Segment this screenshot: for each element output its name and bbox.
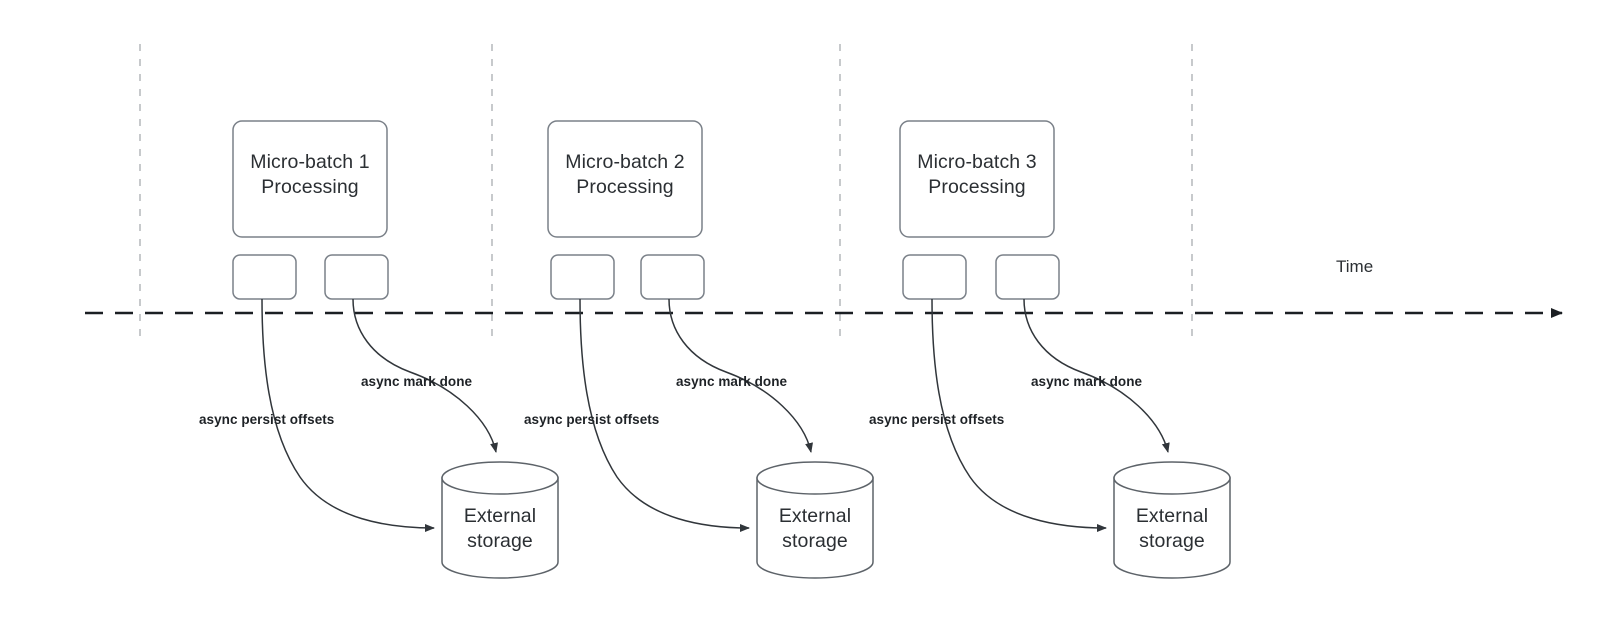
external-storage-1-top <box>441 461 559 495</box>
async-persist-offsets-2-label: async persist offsets <box>524 412 660 427</box>
mark-done-3-edge <box>1023 298 1170 453</box>
async-mark-done-1-label: async mark done <box>361 374 473 389</box>
micro-batch-1-line1: Micro-batch 1 <box>250 151 370 173</box>
external-storage-1-line2: storage <box>467 529 533 552</box>
persist-offsets-3-edge <box>931 298 1107 532</box>
micro-batch-1-line2: Processing <box>261 175 359 198</box>
micro-batch-1-label: Micro-batch 1 Processing <box>233 150 387 200</box>
micro-batch-3-label: Micro-batch 3 Processing <box>900 150 1054 200</box>
async-mark-done-2-label: async mark done <box>676 374 788 389</box>
tick-1b-box <box>324 254 389 300</box>
group-3-shapes <box>899 120 1231 579</box>
external-storage-3-line2: storage <box>1139 529 1205 552</box>
period-dividers <box>139 44 1193 342</box>
async-persist-offsets-3-label: async persist offsets <box>869 412 1005 427</box>
external-storage-3-label: External storage <box>1114 504 1230 554</box>
tick-2b-box <box>640 254 705 300</box>
micro-batch-1-box <box>232 120 388 238</box>
micro-batch-2-line1: Micro-batch 2 <box>565 151 685 173</box>
time-axis-label: Time <box>1336 257 1374 276</box>
external-storage-2-line2: storage <box>782 529 848 552</box>
persist-offsets-2-edge <box>579 298 750 532</box>
external-storage-1-label: External storage <box>442 504 558 554</box>
external-storage-3-line1: External <box>1135 505 1209 527</box>
tick-2a-box <box>550 254 615 300</box>
external-storage-2-body <box>756 477 874 579</box>
tick-1a-box <box>232 254 297 300</box>
external-storage-2-top <box>756 461 874 495</box>
external-storage-1-line1: External <box>463 505 537 527</box>
micro-batch-2-line2: Processing <box>576 175 674 198</box>
micro-batch-2-label: Micro-batch 2 Processing <box>548 150 702 200</box>
mark-done-2-edge <box>668 298 813 453</box>
tick-3a-box <box>902 254 967 300</box>
group-1-shapes <box>232 120 559 579</box>
micro-batch-2-box <box>547 120 703 238</box>
mark-done-1-edge <box>352 298 498 453</box>
micro-batch-3-box <box>899 120 1055 238</box>
persist-offsets-1-edge <box>261 298 435 532</box>
external-storage-1-body <box>441 477 559 579</box>
micro-batch-3-line2: Processing <box>928 175 1026 198</box>
external-storage-2-label: External storage <box>757 504 873 554</box>
async-persist-offsets-1-label: async persist offsets <box>199 412 335 427</box>
micro-batch-3-line1: Micro-batch 3 <box>917 151 1037 173</box>
async-mark-done-3-label: async mark done <box>1031 374 1143 389</box>
external-storage-2-line1: External <box>778 505 852 527</box>
tick-3b-box <box>995 254 1060 300</box>
external-storage-3-top <box>1113 461 1231 495</box>
group-2-shapes <box>547 120 874 579</box>
external-storage-3-body <box>1113 477 1231 579</box>
